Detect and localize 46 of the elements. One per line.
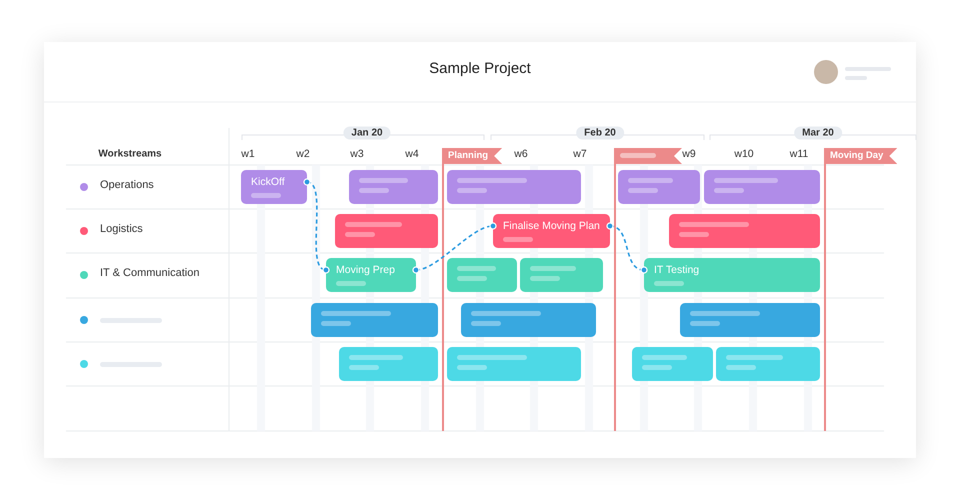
task-bar xyxy=(335,214,438,248)
week-label: w2 xyxy=(296,148,310,160)
task-bar xyxy=(349,170,438,204)
task-label: Moving Prep xyxy=(336,264,396,276)
task-bar xyxy=(520,258,603,292)
week-label: w10 xyxy=(734,148,754,160)
task-bar xyxy=(632,347,713,381)
week-label: w9 xyxy=(682,148,696,160)
task-bar xyxy=(704,170,820,204)
month-label: Mar 20 xyxy=(794,126,842,140)
column-header: Workstreams xyxy=(98,148,162,160)
task-bar xyxy=(669,214,820,248)
week-label: w4 xyxy=(405,148,419,160)
task-bar xyxy=(618,170,700,204)
task-bar xyxy=(493,214,610,248)
title: Sample Project xyxy=(428,60,532,77)
task-bar xyxy=(326,258,416,292)
task-bar xyxy=(339,347,438,381)
task-bar xyxy=(461,303,596,337)
task-label: Finalise Moving Plan xyxy=(503,220,600,232)
dependency-connector xyxy=(412,222,497,274)
dependency-connector xyxy=(606,222,648,274)
milestone-flag xyxy=(614,148,682,164)
month-label: Feb 20 xyxy=(576,126,624,140)
milestone-flag: Moving Day xyxy=(824,148,898,164)
milestone-flag: Planning xyxy=(442,148,502,164)
task-bar xyxy=(447,347,581,381)
task-label: IT Testing xyxy=(654,264,700,276)
legend-label: Logistics xyxy=(100,223,143,235)
dependency-connector xyxy=(303,178,330,274)
task-bar xyxy=(447,170,581,204)
week-label: w7 xyxy=(573,148,587,160)
task-bar xyxy=(241,170,307,204)
week-label: w3 xyxy=(350,148,364,160)
legend-label: Operations xyxy=(100,179,154,191)
week-label: w11 xyxy=(790,148,808,160)
week-label: w1 xyxy=(241,148,255,160)
week-label: w6 xyxy=(514,148,528,160)
task-label: KickOff xyxy=(251,176,286,188)
month-label: Jan 20 xyxy=(343,126,391,140)
task-bar xyxy=(680,303,820,337)
task-bar xyxy=(644,258,820,292)
task-bar xyxy=(447,258,517,292)
legend-label: IT & Communication xyxy=(100,267,200,279)
task-bar xyxy=(716,347,820,381)
task-bar xyxy=(311,303,438,337)
